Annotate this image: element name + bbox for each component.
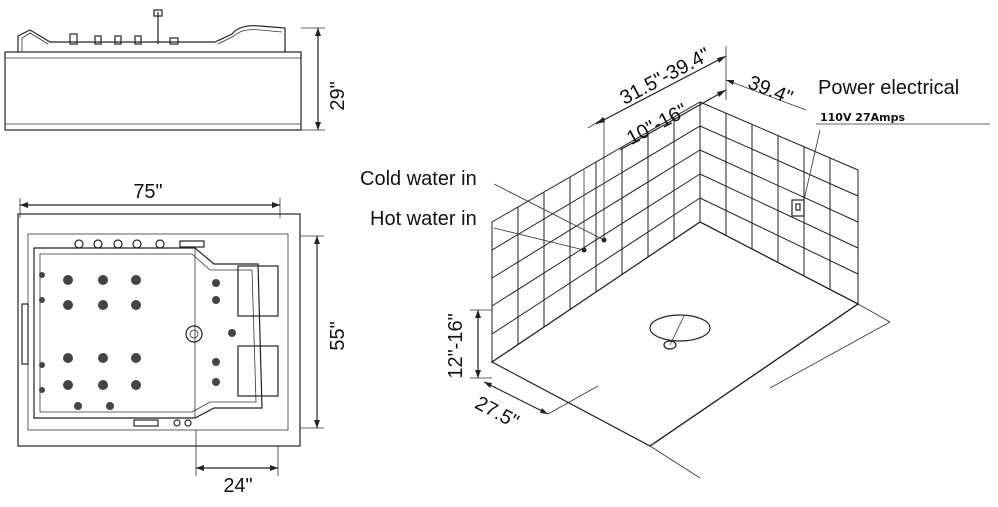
top-width-label: 55" [327,321,349,350]
dim-drain-height-label: 12"-16" [445,313,467,378]
side-view: 29" [4,9,349,131]
side-wall-tiles [699,101,859,305]
back-wall-tiles [491,101,701,363]
dim-power-offset-label: 39.4" [745,72,796,110]
dim-water-height-label: 10"-16" [623,100,691,150]
top-view: 75" [17,181,349,497]
dim-drain-offset-label: 27.5" [471,392,522,433]
dim-power-offset: 39.4" [725,72,807,111]
jets [39,272,236,410]
top-view-fittings [74,239,205,427]
installation-view: Cold water in Hot water in Power electri… [360,44,990,479]
hot-water-label: Hot water in [370,208,477,230]
side-height-label: 29" [327,81,349,110]
dim-drain-height: 12"-16" [445,309,492,379]
drain-offset-label: 24" [223,475,252,497]
power-spec-label: 110V 27Amps [820,111,905,124]
power-label: Power electrical [818,77,959,99]
dim-water-span-label: 31.5"-39.4" [616,44,713,110]
faucet-fittings [69,9,179,45]
cold-water-label: Cold water in [360,168,477,190]
top-length-label: 75" [133,181,162,203]
